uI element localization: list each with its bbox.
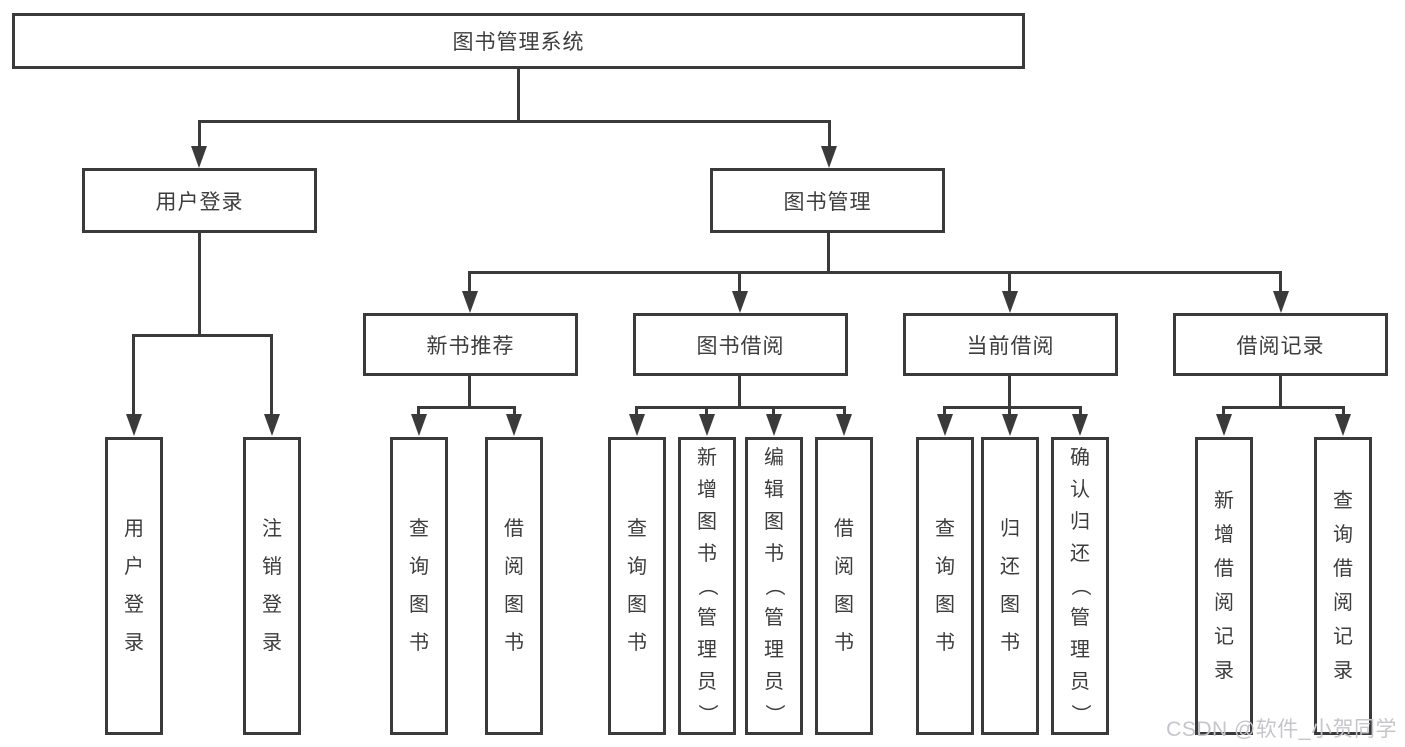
arrow-down-icon [766,414,782,436]
arrow-down-icon [411,414,427,436]
leaf-borrow-books: 借阅图书 [815,437,873,735]
connector-line [1279,376,1282,406]
leaf-return-book: 归还图书 [981,437,1039,735]
arrow-down-icon [126,414,142,436]
connector-line [132,334,272,337]
connector-line [635,406,638,414]
arrow-down-icon [699,414,715,436]
leaf-confirm-return-admin: 确认归还（管理员） [1051,437,1109,735]
node-new-book-recommend: 新书推荐 [363,313,578,376]
leaf-borrow-books-recommend: 借阅图书 [485,437,543,735]
leaf-add-book-admin: 新增图书（管理员） [678,437,736,735]
leaf-add-borrow-record: 新增借阅记录 [1195,437,1253,735]
connector-line [1222,406,1345,409]
connector-line [1008,376,1011,406]
connector-line [635,406,846,409]
connector-line [198,233,201,334]
connector-line [738,376,741,406]
node-book-borrow: 图书借阅 [633,313,848,376]
connector-line [827,233,830,271]
leaf-query-books-borrow: 查询图书 [608,437,666,735]
arrow-down-icon [1216,414,1232,436]
node-user-login: 用户登录 [82,168,317,233]
connector-line [1342,406,1345,414]
node-book-management: 图书管理 [710,168,945,233]
arrow-down-icon [1072,414,1088,436]
arrow-down-icon [836,414,852,436]
connector-line [1008,406,1011,414]
leaf-query-books-current: 查询图书 [916,437,974,735]
arrow-down-icon [821,146,837,168]
arrow-down-icon [732,291,748,313]
connector-line [468,271,471,291]
arrow-down-icon [506,414,522,436]
arrow-down-icon [1335,414,1351,436]
arrow-down-icon [191,146,207,168]
arrow-down-icon [264,414,280,436]
leaf-query-books-recommend: 查询图书 [390,437,448,735]
connector-line [828,120,831,146]
connector-line [943,406,946,414]
connector-line [198,120,201,146]
connector-line [417,406,516,409]
leaf-query-borrow-record: 查询借阅记录 [1314,437,1372,735]
connector-line [1008,271,1011,291]
connector-line [1279,271,1282,291]
leaf-logout: 注销登录 [243,437,301,735]
connector-line [738,271,741,291]
arrow-down-icon [937,414,953,436]
watermark: CSDN @软件_小贺同学 [1166,718,1397,741]
connector-line [468,376,471,406]
connector-line [843,406,846,414]
node-root: 图书管理系统 [12,13,1025,69]
connector-line [1222,406,1225,414]
connector-line [705,406,708,414]
connector-line [1079,406,1082,414]
connector-line [468,271,1282,274]
connector-line [513,406,516,414]
arrow-down-icon [1002,414,1018,436]
node-current-borrow: 当前借阅 [903,313,1118,376]
arrow-down-icon [1273,291,1289,313]
arrow-down-icon [629,414,645,436]
leaf-user-login: 用户登录 [105,437,163,735]
connector-line [517,69,520,120]
arrow-down-icon [1002,291,1018,313]
connector-line [417,406,420,414]
connector-line [943,406,1082,409]
connector-line [270,334,273,414]
arrow-down-icon [462,291,478,313]
leaf-edit-book-admin: 编辑图书（管理员） [745,437,803,735]
node-borrow-records: 借阅记录 [1173,313,1388,376]
connector-line [198,120,831,123]
connector-line [772,406,775,414]
connector-line [132,334,135,414]
